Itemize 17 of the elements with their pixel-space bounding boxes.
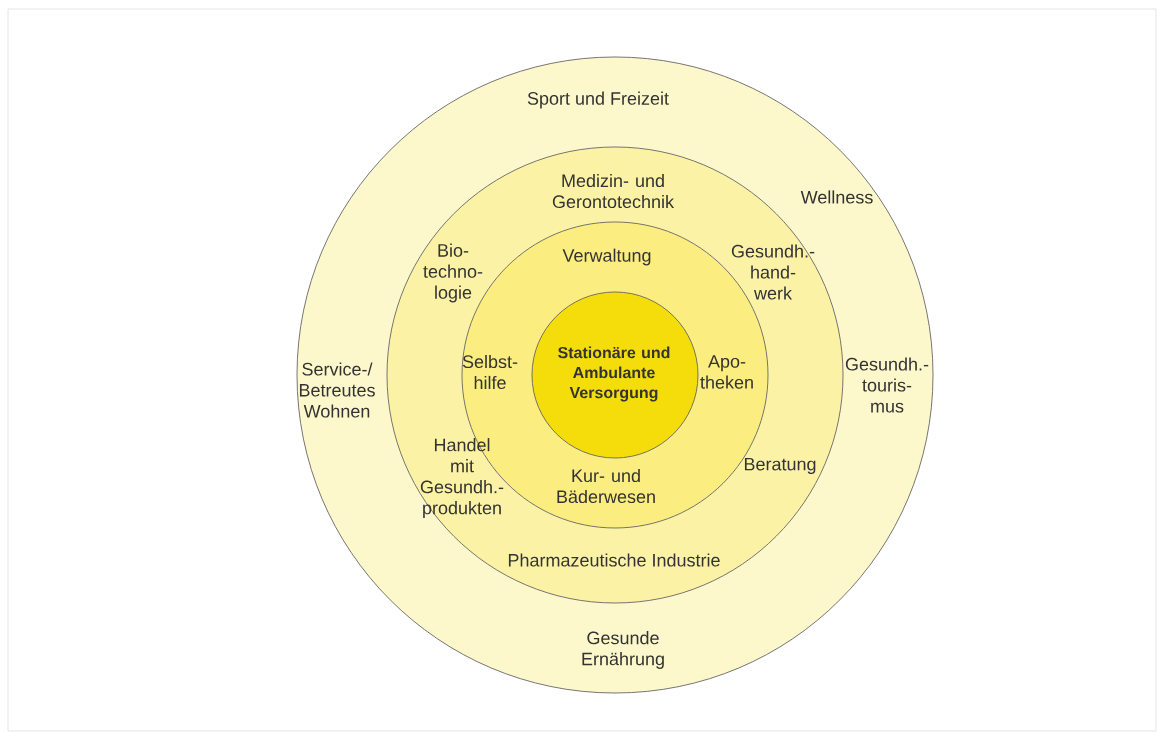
ring-label: Handel mit Gesundh.- produkten (420, 438, 504, 518)
center-label: Stationäre und Ambulante Versorgung (558, 346, 670, 402)
ring-label: Pharmazeutische Industrie (508, 553, 720, 567)
ring-label: Gesundh.- touris- mus (845, 357, 929, 413)
ring-label: Beratung (744, 457, 816, 475)
ring-label: Wellness (800, 190, 873, 204)
ring-label: Gesundh.- hand- werk (731, 244, 815, 300)
ring-label: Gesunde Ernährung (582, 631, 664, 669)
ring-label: Apo- theken (700, 355, 753, 389)
ring-label: Verwaltung (562, 248, 651, 266)
ring-label: Bio- techno- logie (423, 243, 483, 303)
ring-label: Medizin- und Gerontotechnik (552, 173, 675, 209)
ring-label: Selbst- hilfe (462, 354, 518, 390)
ring-label: Service-/ Betreutes Wohnen (299, 362, 375, 418)
circle (531, 291, 699, 459)
ring-label: Kur- und Bäderwesen (557, 468, 655, 504)
ring-label: Sport und Freizeit (527, 91, 669, 109)
